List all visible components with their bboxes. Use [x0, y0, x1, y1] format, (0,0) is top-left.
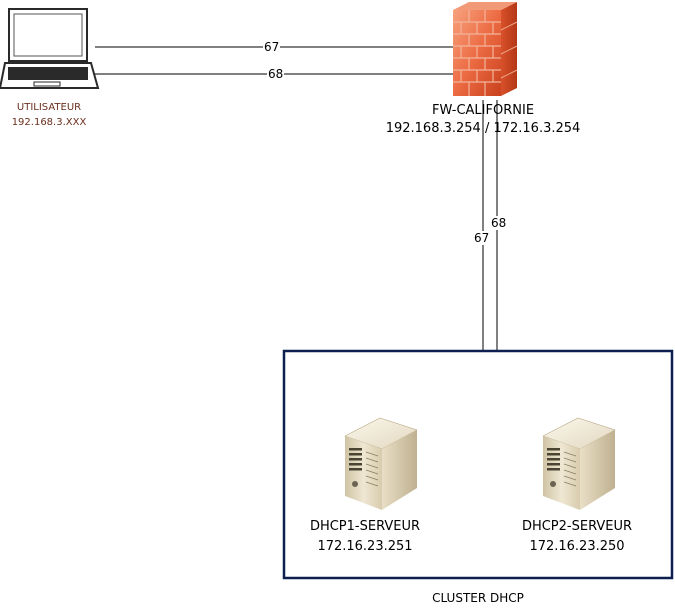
link-label-67-horizontal: 67 — [263, 40, 281, 54]
laptop-icon — [0, 8, 100, 89]
firewall-brick-icon — [453, 2, 518, 96]
firewall-ip-label: 192.168.3.254 / 172.16.3.254 — [385, 121, 581, 136]
server-tower-icon — [542, 417, 616, 510]
server1-name-label: DHCP1-SERVEUR — [309, 519, 421, 534]
link-label-68-horizontal: 68 — [267, 67, 285, 81]
server1-ip-label: 172.16.23.251 — [317, 539, 413, 554]
user-ip-label: 192.168.3.XXX — [11, 117, 87, 128]
user-name-label: UTILISATEUR — [16, 102, 82, 113]
connection-lines — [95, 46, 498, 351]
link-label-67-vertical: 67 — [473, 231, 491, 245]
firewall-name-label: FW-CALIFORNIE — [431, 103, 535, 118]
server2-name-label: DHCP2-SERVEUR — [521, 519, 633, 534]
cluster-label: CLUSTER DHCP — [432, 591, 524, 605]
link-label-68-vertical: 68 — [490, 216, 508, 230]
server2-ip-label: 172.16.23.250 — [529, 539, 625, 554]
server-tower-icon — [344, 417, 418, 510]
